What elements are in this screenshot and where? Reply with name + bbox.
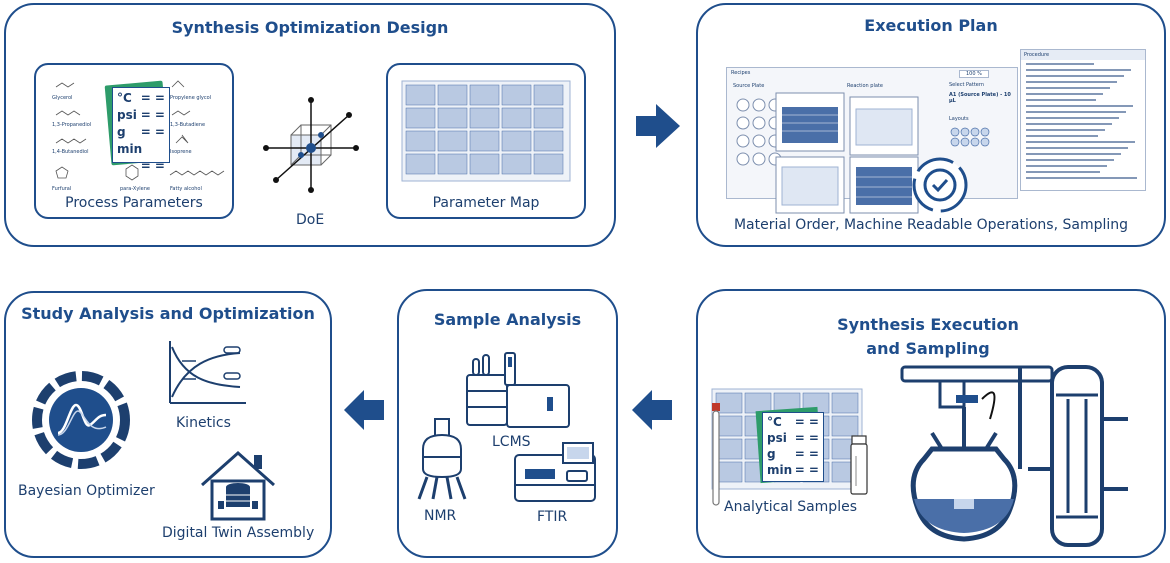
- doe-label: DoE: [296, 212, 325, 228]
- kinetics-label: Kinetics: [176, 415, 231, 431]
- kinetics-chart-icon: [169, 341, 246, 404]
- well-block: [533, 130, 564, 152]
- parameter-card: °C = = psi = = g = = min = =: [112, 87, 170, 173]
- panel-title: Synthesis Optimization Design: [171, 18, 449, 37]
- procedure-list: Procedure: [1020, 49, 1146, 191]
- molecule-label: Furfural: [52, 186, 72, 192]
- well-block: [501, 107, 532, 129]
- panel-synthesis-design: Synthesis Optimization Design Glycerol P…: [4, 3, 616, 247]
- well-block: [437, 130, 468, 152]
- well-block: [533, 107, 564, 129]
- molecule-label: 1,4-Butanediol: [52, 149, 89, 155]
- lcms-instrument-icon: [466, 352, 570, 428]
- nmr-label: NMR: [424, 508, 457, 524]
- lcms-label: LCMS: [492, 434, 531, 450]
- ftir-label: FTIR: [537, 509, 568, 525]
- well-block: [469, 153, 500, 175]
- bayesian-optimizer-icon: [32, 371, 130, 469]
- panel-title: Synthesis Execution and Sampling: [837, 315, 1019, 358]
- layout-wells-icon: [950, 127, 990, 147]
- molecule-label: Glycerol: [52, 95, 73, 101]
- zoom-value: 100 %: [959, 70, 989, 78]
- digital-twin-house-icon: [201, 450, 275, 521]
- param-row: min = =: [117, 142, 165, 173]
- panel-sample-analysis: Sample Analysis LCMS NMR FTIR: [397, 289, 618, 558]
- param-row: min = =: [767, 463, 819, 477]
- panel-execution-plan: Execution Plan Recipes 100 % Source Plat…: [696, 3, 1166, 247]
- well-block: [501, 130, 532, 152]
- panel-synthesis-execution: Synthesis Execution and Sampling °C = = …: [696, 289, 1166, 558]
- parameter-map-grid: [401, 80, 571, 182]
- layouts-label: Layouts: [949, 116, 969, 122]
- digital-twin-label: Digital Twin Assembly: [162, 525, 315, 541]
- sample-vial-icon: [712, 403, 720, 506]
- pattern-value: A1 (Source Plate) - 10 µL: [949, 92, 1011, 104]
- well-block: [501, 153, 532, 175]
- molecule-label: 1,3-Butadiene: [170, 122, 206, 128]
- reaction-plate-label: Reaction plate: [847, 83, 883, 89]
- well-block: [469, 107, 500, 129]
- plate-cards-icon: [775, 92, 919, 214]
- molecule-label: Isoprene: [170, 149, 192, 155]
- parameter-card: °C = = psi = = g = = min = =: [762, 412, 824, 482]
- process-parameters-box: Glycerol Propylene glycol 1,3-Propanedio…: [34, 63, 234, 219]
- param-row: psi = =: [117, 108, 165, 122]
- molecule-label: Fatty alcohol: [170, 186, 202, 192]
- bayesian-optimizer-label: Bayesian Optimizer: [18, 483, 155, 499]
- parameter-map-box: Parameter Map: [386, 63, 586, 219]
- param-row: °C = =: [117, 91, 165, 105]
- panel-study-analysis: Study Analysis and Optimization Bayesian…: [4, 291, 332, 558]
- molecule-label: Propylene glycol: [170, 95, 212, 101]
- well-block: [405, 130, 436, 152]
- ftir-instrument-icon: [514, 442, 596, 502]
- well-block: [405, 153, 436, 175]
- well-block: [831, 392, 859, 414]
- param-row: g = =: [117, 125, 165, 139]
- molecule-label: para-Xylene: [120, 186, 151, 192]
- param-row: °C = =: [767, 415, 819, 429]
- panel-title: Execution Plan: [864, 16, 998, 35]
- window-title: Recipes: [731, 70, 751, 76]
- panel-title: Sample Analysis: [433, 310, 582, 329]
- well-block: [437, 107, 468, 129]
- well-block: [437, 153, 468, 175]
- arrow-right-icon: [636, 104, 680, 148]
- molecule-label: 1,3-Propanediol: [52, 122, 92, 128]
- analytical-samples-label: Analytical Samples: [724, 499, 857, 515]
- execution-caption: Material Order, Machine Readable Operati…: [733, 217, 1129, 233]
- reactor-icon: [900, 365, 1128, 547]
- procedure-lines: [1026, 63, 1137, 179]
- well-block: [533, 153, 564, 175]
- well-block: [533, 84, 564, 106]
- well-block: [405, 84, 436, 106]
- process-parameters-label: Process Parameters: [65, 195, 203, 211]
- molecule-structures-icon: [55, 80, 225, 181]
- well-block: [469, 130, 500, 152]
- procedure-title: Procedure: [1021, 50, 1145, 60]
- well-block: [501, 84, 532, 106]
- source-plate-icon: [736, 98, 782, 166]
- parameter-map-label: Parameter Map: [432, 195, 540, 211]
- select-pattern-label: Select Pattern: [949, 82, 985, 88]
- nmr-instrument-icon: [417, 418, 467, 500]
- hplc-vial-icon: [850, 435, 868, 495]
- well-block: [831, 415, 859, 437]
- panel-title: Study Analysis and Optimization: [21, 304, 315, 323]
- arrow-left-icon: [344, 390, 384, 430]
- source-plate-label: Source Plate: [733, 83, 765, 89]
- well-block: [405, 107, 436, 129]
- well-block: [437, 84, 468, 106]
- well-block: [469, 84, 500, 106]
- param-row: psi = =: [767, 431, 819, 445]
- gear-check-icon: [912, 157, 968, 213]
- arrow-left-icon: [632, 390, 672, 430]
- doe-cube-icon: [263, 97, 359, 193]
- param-row: g = =: [767, 447, 819, 461]
